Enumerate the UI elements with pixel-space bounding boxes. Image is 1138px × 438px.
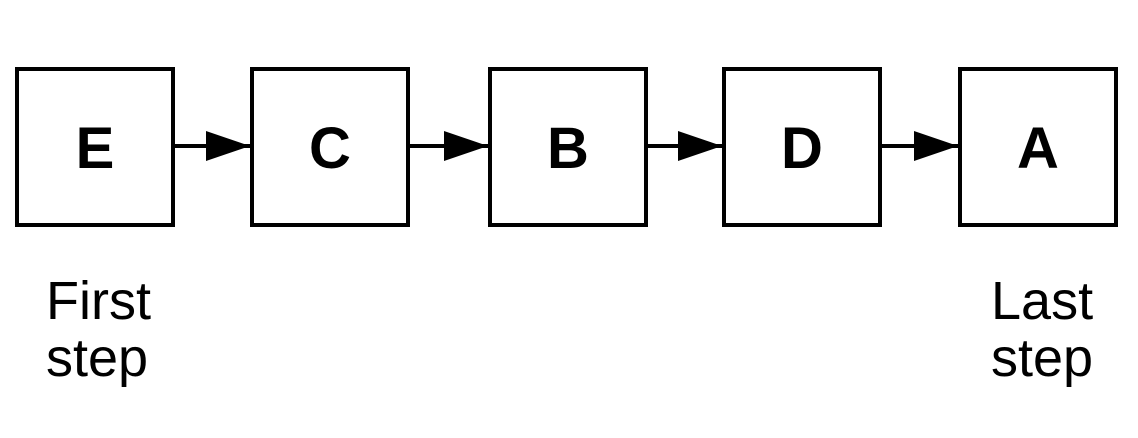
- last-step-label: Last step: [991, 273, 1093, 387]
- flow-step-5: A: [958, 67, 1118, 227]
- first-step-label: First step: [46, 273, 151, 387]
- flow-step-2-label: C: [309, 116, 351, 181]
- arrow-head-icon: [914, 131, 958, 161]
- flow-arrow-1: [175, 131, 250, 161]
- flow-arrow-2: [410, 131, 488, 161]
- flow-step-3: B: [488, 67, 648, 227]
- arrow-head-icon: [206, 131, 250, 161]
- first-step-label-line-1: First: [46, 271, 151, 331]
- flow-step-1-label: E: [75, 116, 115, 181]
- flow-step-3-label: B: [547, 116, 589, 181]
- flow-arrow-3: [648, 131, 722, 161]
- flow-step-4-label: D: [781, 116, 823, 181]
- arrow-head-icon: [444, 131, 488, 161]
- last-step-label-line-1: Last: [991, 271, 1094, 331]
- last-step-label-line-2: step: [991, 328, 1094, 388]
- flow-arrow-4: [882, 131, 958, 161]
- arrow-head-icon: [678, 131, 722, 161]
- flow-step-5-label: A: [1017, 116, 1059, 181]
- flow-step-4: D: [722, 67, 882, 227]
- flow-step-1: E: [15, 67, 175, 227]
- first-step-label-line-2: step: [46, 328, 149, 388]
- flow-step-2: C: [250, 67, 410, 227]
